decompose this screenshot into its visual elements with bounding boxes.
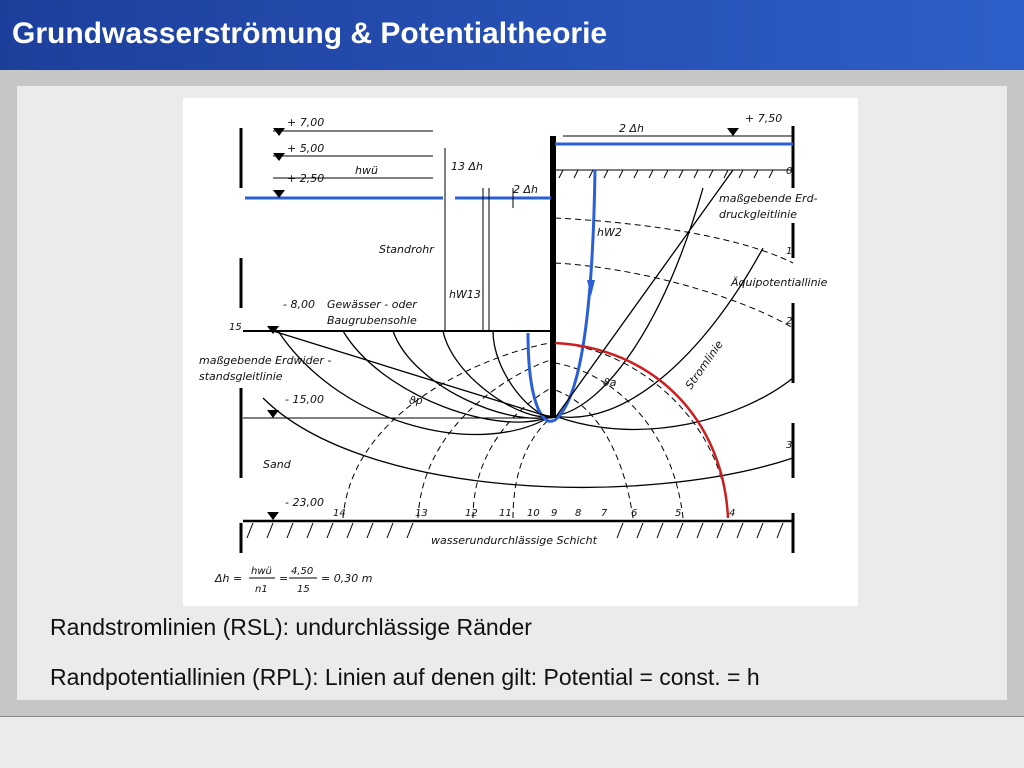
potential-number: 4 bbox=[729, 508, 735, 519]
elevation-minus-15: - 15,00 bbox=[285, 393, 324, 406]
label-aequipotential: Äquipotentiallinie bbox=[730, 276, 828, 289]
label-2-delta-h-left: 2 Δh bbox=[513, 183, 538, 196]
elevation-minus-8: - 8,00 bbox=[283, 298, 315, 311]
label-theta-a: ϑa bbox=[603, 376, 617, 389]
label-sohle-2: Baugrubensohle bbox=[327, 314, 417, 327]
footer-bar bbox=[0, 717, 1024, 768]
formula-den-2: 15 bbox=[297, 584, 310, 595]
potential-number: 9 bbox=[551, 508, 557, 519]
stream-lines bbox=[262, 187, 794, 488]
equipotential-lines bbox=[342, 217, 794, 519]
label-erddruck-2: druckgleitlinie bbox=[719, 208, 797, 221]
flow-arrow-icon bbox=[587, 280, 595, 296]
water-level-markers bbox=[267, 128, 739, 520]
potential-number: 3 bbox=[786, 440, 792, 451]
potential-number: 12 bbox=[465, 508, 478, 519]
label-h-w13: hW13 bbox=[449, 288, 481, 301]
flow-net-figure: + 7,00 + 5,00 + 2,50 - 8,00 - 15,00 - 23… bbox=[183, 98, 858, 606]
potential-number: 15 bbox=[229, 322, 242, 333]
elevation-minus-23: - 23,00 bbox=[285, 496, 324, 509]
standpipe bbox=[444, 148, 514, 331]
potential-number: 10 bbox=[527, 508, 540, 519]
label-h-w2: hW2 bbox=[597, 226, 622, 239]
elevation-lines bbox=[243, 130, 793, 523]
active-slip-line bbox=[554, 169, 734, 419]
formula-result: = 0,30 m bbox=[321, 572, 372, 585]
slide-title: Grundwasserströmung & Potentialtheorie bbox=[12, 17, 608, 50]
label-erdwider-2: standsgleitlinie bbox=[199, 370, 283, 383]
potential-number: 13 bbox=[415, 508, 428, 519]
formula-equals: = bbox=[279, 572, 288, 585]
title-bar: Grundwasserströmung & Potentialtheorie bbox=[0, 0, 1024, 70]
formula-num-1: hwü bbox=[251, 566, 272, 577]
formula-den-1: n1 bbox=[255, 584, 268, 595]
label-erddruck-1: maßgebende Erd- bbox=[719, 192, 818, 205]
label-sand: Sand bbox=[263, 458, 292, 471]
critical-flow-path bbox=[526, 169, 597, 423]
passive-slip-line bbox=[272, 330, 554, 419]
potential-number: 1 bbox=[786, 246, 792, 257]
footer-divider bbox=[0, 716, 1024, 717]
ground-hatching bbox=[558, 169, 774, 179]
potential-number: 11 bbox=[499, 508, 512, 519]
label-impermeable: wasserundurchlässige Schicht bbox=[431, 534, 598, 547]
elevation-plus-5: + 5,00 bbox=[287, 142, 324, 155]
elevation-plus-7-5: + 7,50 bbox=[745, 112, 782, 125]
potential-number: 6 bbox=[631, 508, 637, 519]
impermeable-hatching bbox=[246, 522, 784, 539]
label-h-wue: hwü bbox=[355, 164, 378, 177]
elevation-plus-7: + 7,00 bbox=[287, 116, 324, 129]
potential-number: 14 bbox=[333, 508, 346, 519]
label-13-delta-h: 13 Δh bbox=[451, 160, 483, 173]
label-sohle-1: Gewässer - oder bbox=[327, 298, 418, 311]
label-2-delta-h-top: 2 Δh bbox=[619, 122, 644, 135]
potential-number: 8 bbox=[575, 508, 581, 519]
label-stromlinie: Stromlinie bbox=[683, 338, 726, 392]
delta-h-formula: Δh = hwü n1 = 4,50 15 = 0,30 m bbox=[214, 566, 372, 595]
potential-number: 5 bbox=[675, 508, 681, 519]
label-theta-p: ϑp bbox=[409, 394, 423, 407]
bullet-rsl: Randstromlinien (RSL): undurchlässige Rä… bbox=[50, 614, 532, 640]
red-equipotential bbox=[554, 341, 730, 519]
bullet-rpl: Randpotentiallinien (RPL): Linien auf de… bbox=[50, 664, 760, 690]
flow-net-diagram: + 7,00 + 5,00 + 2,50 - 8,00 - 15,00 - 23… bbox=[199, 112, 828, 595]
potential-number: 7 bbox=[601, 508, 608, 519]
potential-number: 2 bbox=[786, 316, 792, 327]
potential-number: 0 bbox=[786, 166, 792, 177]
elevation-plus-2-5: + 2,50 bbox=[287, 172, 324, 185]
label-standrohr: Standrohr bbox=[379, 243, 435, 256]
formula-lhs: Δh = bbox=[214, 572, 242, 585]
label-erdwider-1: maßgebende Erdwider - bbox=[199, 354, 331, 367]
formula-num-2: 4,50 bbox=[291, 566, 313, 577]
